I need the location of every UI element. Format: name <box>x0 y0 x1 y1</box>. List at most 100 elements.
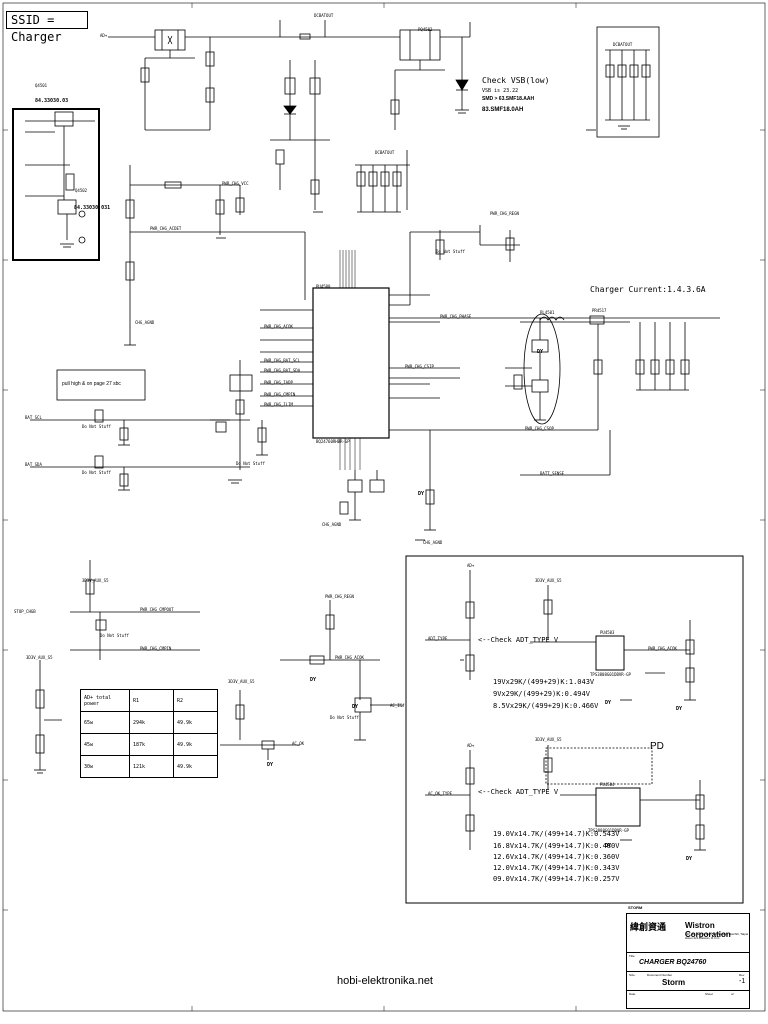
power-table: AD+ total power R1 R2 65w 294k 49.9k 45w… <box>80 689 218 778</box>
doc-number-label: Document Number <box>647 973 673 977</box>
ic-pins <box>339 250 361 470</box>
label-aux-4: 3D3V_AUX_S5 <box>535 578 562 583</box>
label-pu4504: PU4504 <box>600 782 615 787</box>
label-tps-part-2: TPS3808G01DBVR-GP <box>588 828 629 833</box>
company-address: 21F, 88, Sec.1, Hsin Tai Wu Rd., Hsichih… <box>685 932 749 940</box>
label-q4502-part: 84.33030.031 <box>74 205 111 211</box>
ic-right-signals <box>389 225 520 431</box>
label-iadp: PWR_CHG_IADP <box>264 380 293 385</box>
table-header-row: AD+ total power R1 R2 <box>80 689 218 712</box>
label-regn-2: PWR_CHG_REGN <box>325 594 354 599</box>
size-label: Size <box>629 973 635 977</box>
label-dy-3: DY <box>352 704 359 710</box>
label-acok-2: PWR_CHG_ACOK <box>335 655 364 660</box>
label-ic-main: BQ24760RHBR-GP <box>316 439 350 444</box>
title-label: Title <box>629 954 635 958</box>
label-batt-sense: BATT_SENSE <box>540 471 565 476</box>
label-regn: PWR_CHG_REGN <box>490 211 519 216</box>
label-dy-5: DY <box>537 349 544 355</box>
table-header: AD+ total power <box>80 689 130 712</box>
label-cmpin-2: PWR_CHG_CMPIN <box>140 646 172 651</box>
label-dy-1: DY <box>310 677 317 683</box>
label-q4502: Q4502 <box>75 188 88 193</box>
project-name: Storm <box>662 978 686 987</box>
company-name: Wistron Corporation <box>685 921 731 939</box>
label-pr4517: PR4517 <box>592 308 607 313</box>
vsb-part-2: 83.SMF18.0AH <box>482 107 524 113</box>
ic-pu4500 <box>312 287 390 439</box>
table-cell: 49.9k <box>173 733 218 756</box>
border-ticks <box>3 3 765 1011</box>
label-dy-6: DY <box>605 700 612 706</box>
dcbatout-block <box>596 26 660 138</box>
ground-symbols <box>216 129 596 541</box>
revision: -1 <box>739 978 746 985</box>
label-pu4500: PU4500 <box>316 284 331 289</box>
label-q4501: Q4501 <box>35 83 48 88</box>
label-pl4501: PL4501 <box>540 310 555 315</box>
table-cell: 49.9k <box>173 755 218 778</box>
check-adt-note-2: <--Check ADT_TYPE V <box>478 788 559 796</box>
label-tps-part-1: TPS3808G01DBVR-GP <box>590 672 631 677</box>
mosfet-pair <box>505 318 549 421</box>
label-phase: PWR_CHG_PHASE <box>440 314 472 319</box>
label-dns-3: Do Not Stuff <box>100 633 129 638</box>
adt-calc-1-1: 9Vx29K/(499+29)K:0.494V <box>493 690 590 698</box>
below-ic <box>339 430 436 531</box>
label-ad-plus-2: AD+ <box>467 563 475 568</box>
label-stop-chg: STOP_CHGB <box>14 609 36 614</box>
adt-section-2 <box>425 745 706 851</box>
adt-calc-2-4: 09.0Vx14.7K/(499+14.7)K:0.257V <box>493 875 620 883</box>
label-dy-7: DY <box>676 706 683 712</box>
check-vsb-sub: VSB is 23.22 <box>482 88 519 94</box>
adt-section-frame <box>405 555 744 904</box>
watermark: hobi-elektronika.net <box>336 975 433 987</box>
label-dy-8: DY <box>686 856 693 862</box>
left-feeder <box>124 165 306 346</box>
adt-calc-1-0: 19Vx29K/(499+29)K:1.043V <box>493 678 595 686</box>
label-dcbatout-right: DCBATOUT <box>613 42 633 47</box>
date-label: Date <box>629 992 636 996</box>
pd-label: PD <box>650 741 664 752</box>
document-title: CHARGER BQ24760 <box>639 959 707 966</box>
table-cell: 45w <box>80 733 130 756</box>
label-q4501-part: 84.33030.03 <box>35 98 69 104</box>
label-dcbatout-top: DCBATOUT <box>314 13 334 18</box>
adt-calc-1-2: 8.5Vx29K/(499+29)K:0.466V <box>493 702 599 710</box>
label-scl-in: BAT_SCL <box>25 415 42 420</box>
i2c-section <box>30 360 268 491</box>
company-logo: 緯創資通 <box>630 923 667 933</box>
adt-calc-2-2: 12.6Vx14.7K/(499+14.7)K:0.360V <box>493 853 620 861</box>
label-pwr-chg-vcc: PWR_CHG_VCC <box>222 181 249 186</box>
ssid-label: SSID = Charger <box>6 11 88 44</box>
label-aux-2: 3D3V_AUX_S5 <box>26 655 53 660</box>
check-adt-note-1: <--Check ADT_TYPE V <box>478 636 559 644</box>
sheet-label: Sheet <box>705 992 713 996</box>
table-row: 45w 187k 49.9k <box>80 733 218 756</box>
label-ac-ok: AC_OK <box>292 741 305 746</box>
label-cmpin: PWR_CHG_CMPIN <box>264 392 296 397</box>
label-adt-type: ADT_TYPE <box>428 636 448 641</box>
mosfet-oval <box>523 313 561 425</box>
table-header: R1 <box>129 689 174 712</box>
adt-section-1 <box>425 570 696 701</box>
pull-high-note: pull high & on page 27 sbc <box>62 381 121 387</box>
label-dy-9: DY <box>605 843 612 849</box>
pq4502-mosfet <box>390 29 469 130</box>
label-aux-5: 3D3V_AUX_S5 <box>535 737 562 742</box>
q4501-box <box>12 108 100 261</box>
label-ad-plus-top: AD+ <box>100 33 108 38</box>
label-ac-in: AC_IN# <box>390 703 405 708</box>
label-dcbatout-mid: DCBATOUT <box>375 150 395 155</box>
label-pq4502: PQ4502 <box>418 27 433 32</box>
label-dns-6: Do Not Stuff <box>436 249 465 254</box>
lower-mid-circuits <box>220 600 400 760</box>
label-cmpout: PWR_CHG_CMPOUT <box>140 607 174 612</box>
vsb-part-1: SMD > 63.SMF18.AAH <box>482 96 535 102</box>
label-aux-1: 3D3V_AUX_S5 <box>82 578 109 583</box>
mid-top-components <box>270 60 330 210</box>
table-row: 30w 121k 49.9k <box>80 755 218 778</box>
top-rail <box>108 20 471 40</box>
label-dy-2: DY <box>267 762 274 768</box>
